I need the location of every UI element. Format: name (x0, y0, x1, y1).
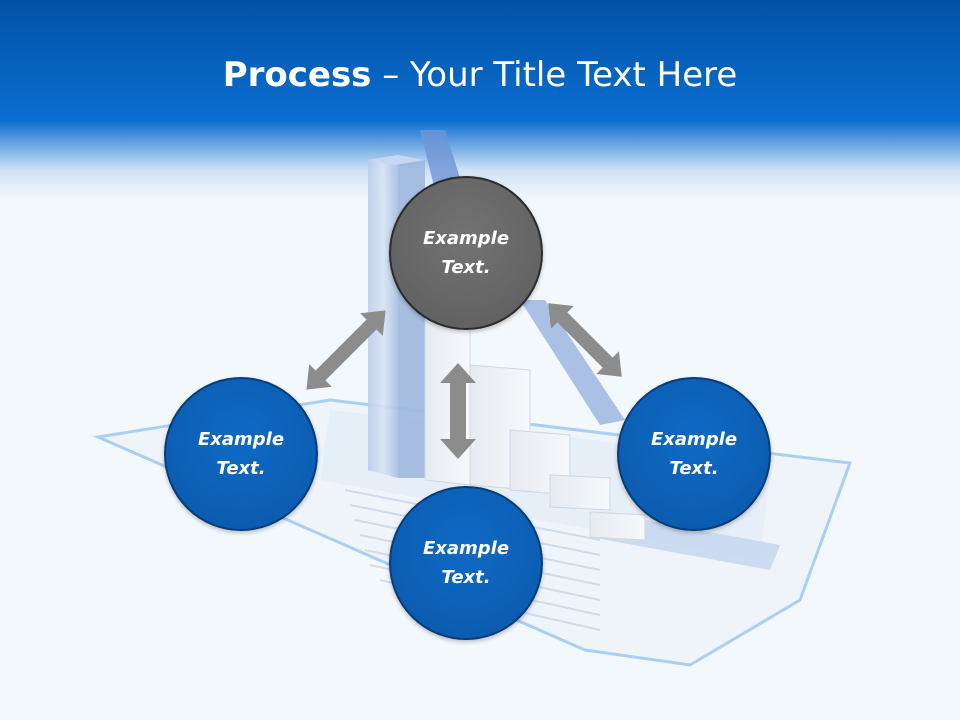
slide-title: Process – Your Title Text Here (0, 52, 960, 98)
title-bold: Process (222, 55, 372, 95)
title-band (0, 0, 960, 200)
title-rest: – Your Title Text Here (371, 55, 738, 95)
